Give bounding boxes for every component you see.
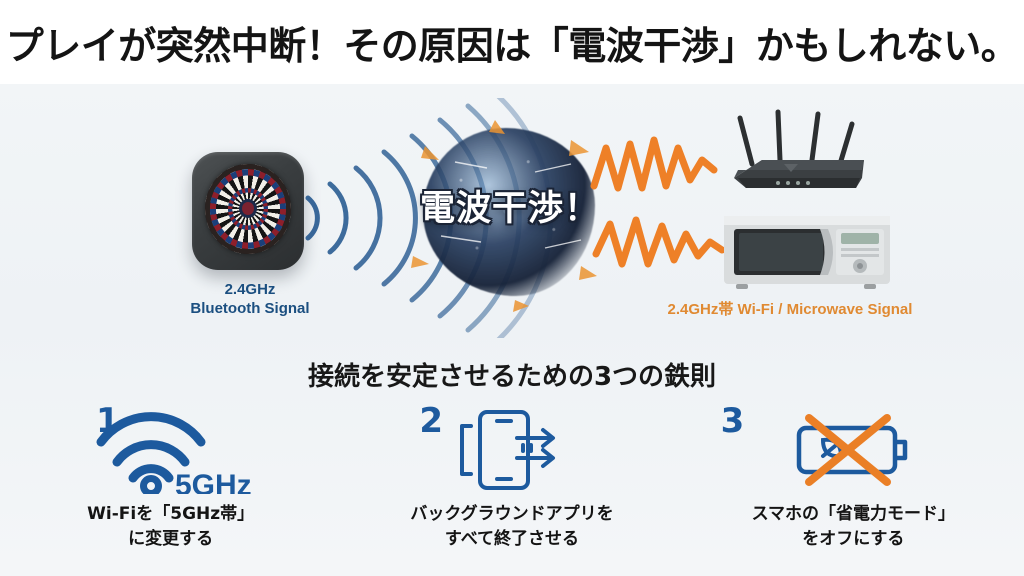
battery-saver-off-icon	[783, 404, 923, 496]
tip-item-3: 3 スマホの「省電力モード」 をオフ	[683, 400, 1024, 576]
wifi-5ghz-icon: 5GHz	[91, 404, 251, 496]
page-title: プレイが突然中断！その原因は「電波干渉」かもしれない。	[5, 23, 1019, 68]
bluetooth-signal-freq: 2.4GHz	[224, 281, 276, 298]
wifi-5ghz-label: 5GHz	[175, 469, 251, 494]
hero-illustration: 2.4GHz Bluetooth Signal	[0, 84, 1024, 346]
burst-speckles	[429, 134, 589, 288]
interference-source-label: 2.4GHz帯 Wi-Fi / Microwave Signal	[667, 301, 913, 318]
burst-sparks	[411, 120, 597, 312]
tip-caption-1: Wi-Fiを「5GHz帯」 に変更する	[87, 504, 255, 549]
tip-item-2: 2 バックグラウンド	[341, 400, 682, 576]
microwave-oven-icon	[724, 216, 890, 289]
burst-label: 電波干渉！	[419, 189, 600, 229]
tips-row: 1 5GHz Wi-Fiを「5GHz帯」 に変更する 2	[0, 400, 1024, 576]
burst-cloud	[423, 128, 595, 296]
tip-number-3: 3	[720, 401, 745, 441]
tip-caption-3: スマホの「省電力モード」 をオフにする	[751, 504, 956, 549]
title-band: プレイが突然中断！その原因は「電波干渉」かもしれない。	[0, 0, 1024, 84]
interference-zigzag-lines	[590, 136, 726, 268]
dartboard-bullseye	[242, 202, 254, 215]
tip-number-2: 2	[419, 401, 443, 441]
tip-number-1: 1	[96, 401, 120, 441]
tip-item-1: 1 5GHz Wi-Fiを「5GHz帯」 に変更する	[0, 400, 341, 576]
bluetooth-signal-label: 2.4GHz Bluetooth Signal	[120, 280, 380, 318]
bluetooth-signal-name: Bluetooth Signal	[190, 300, 310, 317]
interference-burst: 電波干渉！	[395, 106, 625, 320]
wifi-router-icon	[734, 109, 864, 188]
dartboard-device-icon	[192, 152, 304, 270]
cross-out-mark	[805, 414, 892, 486]
tip-caption-2: バックグラウンドアプリを すべて終了させる	[410, 504, 614, 549]
section-heading: 接続を安定させるための3つの鉄則	[307, 362, 717, 392]
close-background-apps-icon	[447, 404, 577, 496]
